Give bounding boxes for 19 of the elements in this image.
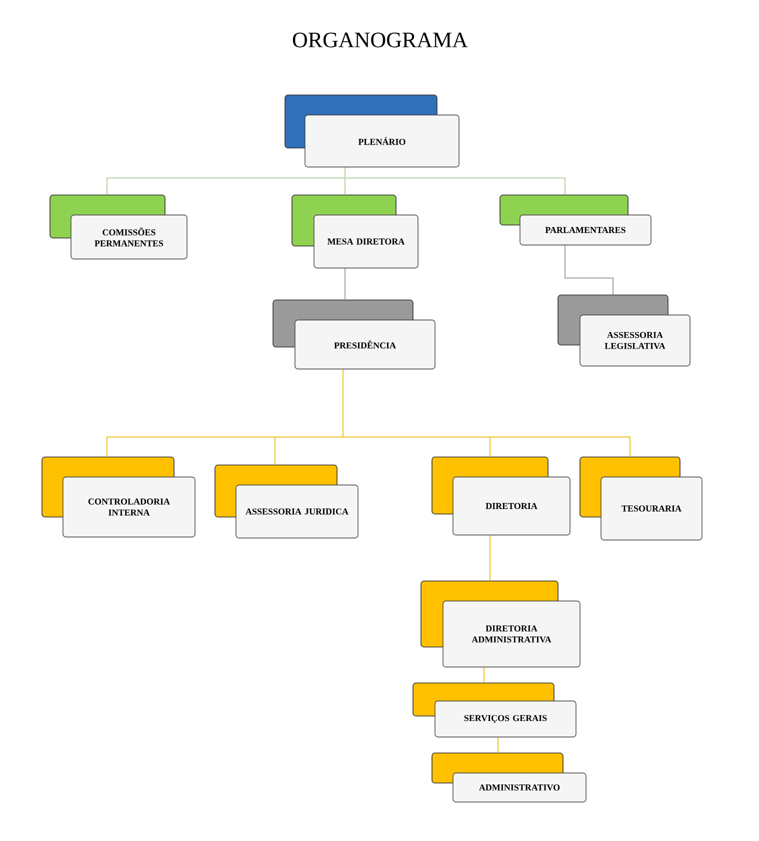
org-box: DIRETORIA bbox=[432, 456, 570, 536]
org-box: MESA DIRETORA bbox=[292, 194, 418, 268]
title: ORGANOGRAMA bbox=[292, 32, 468, 48]
org-box: ASSESSORIA JURIDICA bbox=[214, 464, 358, 538]
org-box: ASSESSORIA LEGISLATIVA bbox=[558, 294, 690, 366]
org-box: SERVIÇOS GERAIS bbox=[412, 682, 576, 738]
org-box: ADMINISTRATIVO bbox=[432, 752, 586, 802]
org-box: PLENÁRIO bbox=[284, 94, 460, 168]
org-box: COMISSÕES PERMANENTES bbox=[50, 194, 188, 260]
org-box: PARLAMENTARES bbox=[500, 194, 652, 246]
connector-line bbox=[342, 369, 630, 458]
org-box: DIRETORIA ADMINISTRATIVA bbox=[420, 580, 580, 668]
connector-line bbox=[344, 167, 566, 196]
connector-line bbox=[564, 245, 614, 296]
org-box: CONTROLADORIA INTERNA bbox=[42, 456, 196, 538]
connector-line bbox=[344, 268, 346, 300]
org-box: TESOURARIA bbox=[580, 456, 702, 540]
node-label: ADMINISTRATIVO bbox=[479, 784, 560, 791]
org-box: PRESIDÊNCIA bbox=[272, 300, 436, 370]
